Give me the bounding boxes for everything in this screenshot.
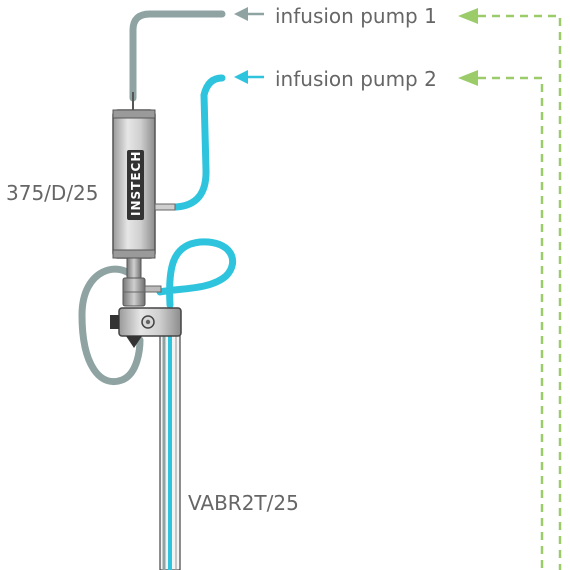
- dashed-guide-pump1: [478, 14, 562, 570]
- swivel-connector: [122, 257, 162, 307]
- brand-logo-text: INSTECH: [129, 151, 143, 216]
- dashed-arrowhead-icon: [458, 70, 478, 86]
- tubing-loop-gray: [78, 265, 144, 385]
- tether-shaft: [159, 300, 181, 570]
- left-arrow-icon: [234, 7, 264, 21]
- tubing-line-1: [129, 10, 226, 102]
- tether-model-label: VABR2T/25: [188, 491, 299, 515]
- swivel-device: INSTECH: [112, 109, 176, 259]
- swivel-model-label: 375/D/25: [6, 181, 99, 205]
- dashed-arrowhead-icon: [458, 8, 478, 24]
- left-arrow-icon: [234, 70, 264, 84]
- tubing-loop-cyan: [156, 238, 237, 309]
- dashed-guide-pump2: [478, 76, 544, 570]
- tubing-line-2: [172, 74, 226, 211]
- tether-clamp: [110, 307, 182, 348]
- pump1-label: infusion pump 1: [275, 4, 437, 28]
- pump2-label: infusion pump 2: [275, 67, 437, 91]
